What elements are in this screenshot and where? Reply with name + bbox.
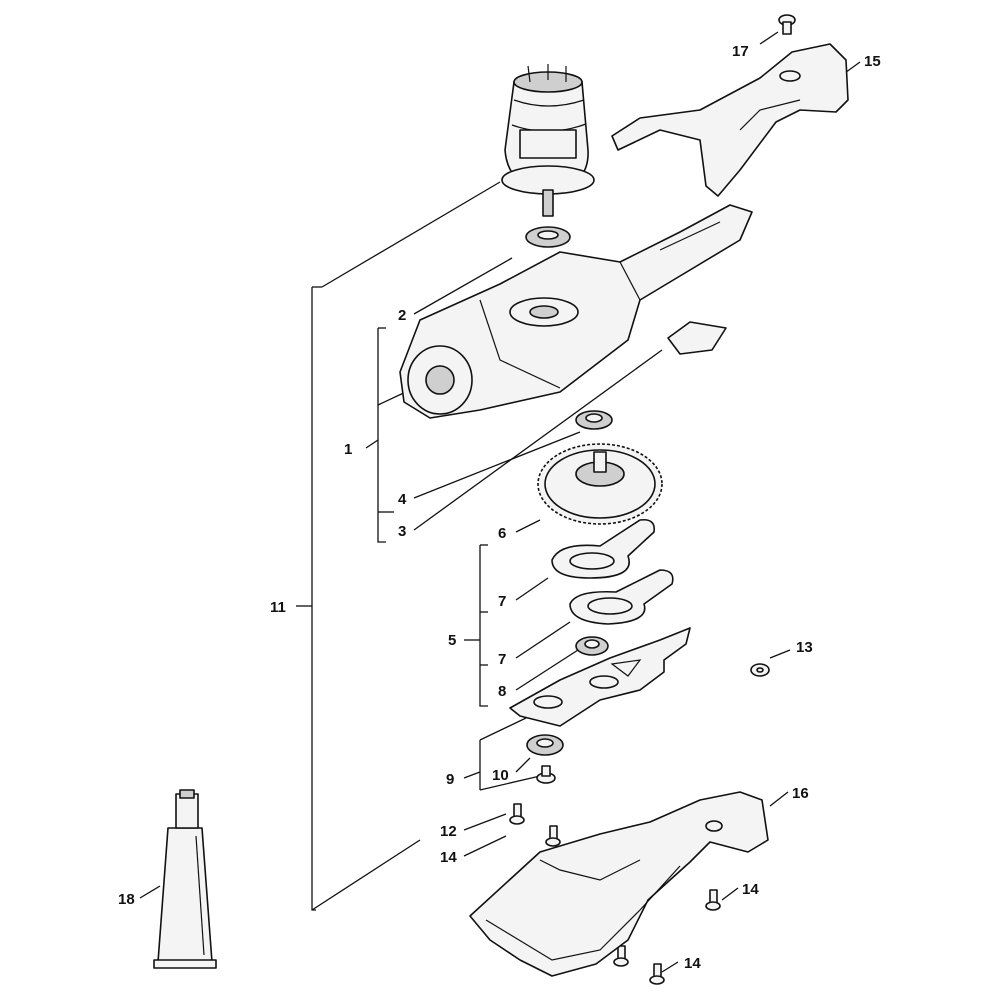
grease-tube (153, 789, 217, 969)
callout-10: 10 (492, 767, 509, 784)
callout-12: 12 (440, 823, 457, 840)
callout-2: 2 (398, 307, 406, 324)
leader-lines (139, 31, 861, 973)
callout-11: 11 (270, 599, 286, 616)
callout-6: 6 (498, 525, 506, 542)
callout-4: 4 (398, 491, 407, 508)
callout-17: 17 (732, 43, 749, 60)
callout-7b: 7 (498, 651, 506, 668)
handle-cover (611, 43, 849, 197)
callout-14a: 14 (440, 849, 457, 866)
callout-14b: 14 (742, 881, 759, 898)
callout-5: 5 (448, 632, 456, 649)
callout-1: 1 (344, 441, 352, 458)
gear-wheel (537, 443, 663, 525)
callout-13: 13 (796, 639, 813, 656)
guide-plate (509, 627, 691, 727)
gasket-plate (667, 321, 727, 355)
screw-center (536, 765, 556, 784)
gear-housing (399, 204, 753, 419)
callout-18: 18 (118, 891, 135, 908)
callout-16: 16 (792, 785, 809, 802)
callout-15: 15 (864, 53, 881, 70)
washer (750, 663, 770, 677)
ball-bearing-4 (575, 410, 613, 430)
callout-14c: 14 (684, 955, 701, 972)
ball-bearing-upper (525, 226, 571, 248)
bottom-cover (469, 791, 769, 977)
callout-labels: 1 2 3 4 5 6 7 7 8 9 10 11 12 13 14 14 14… (118, 43, 881, 972)
ball-bearing-10 (526, 734, 564, 756)
screws-14 (509, 803, 721, 985)
connecting-rod-upper (551, 518, 656, 579)
screw-17 (778, 14, 796, 35)
callout-3: 3 (398, 523, 406, 540)
callout-7a: 7 (498, 593, 506, 610)
connecting-rod-lower (569, 569, 674, 625)
motor-armature (501, 64, 595, 217)
callout-9: 9 (446, 771, 454, 788)
ball-bearing-8 (575, 636, 609, 656)
callout-8: 8 (498, 683, 506, 700)
